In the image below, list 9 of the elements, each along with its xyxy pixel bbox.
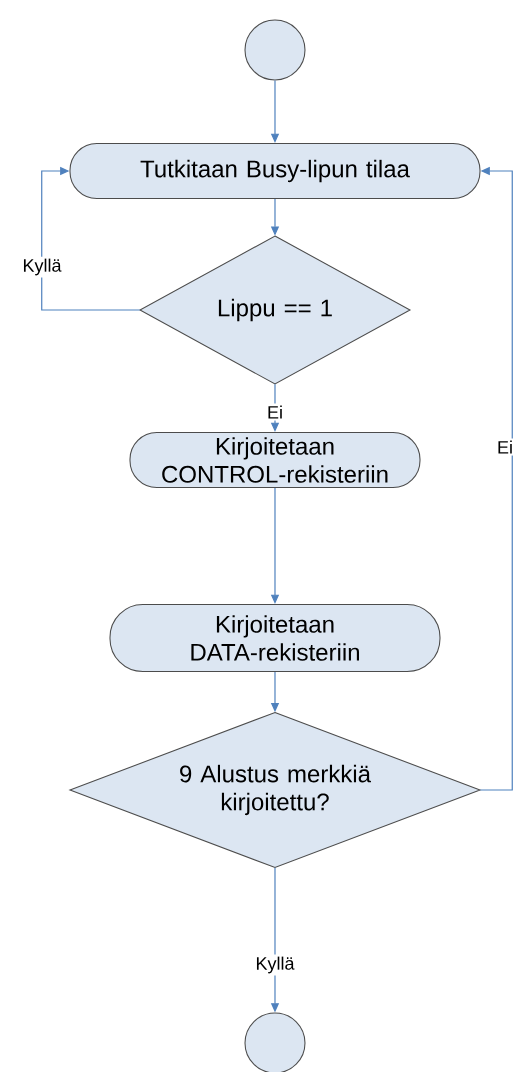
- arrow: [41, 166, 141, 311]
- edge-label: Ei: [495, 438, 515, 456]
- edge-label: Kyllä: [253, 954, 297, 976]
- edge-label: Kyllä: [20, 256, 64, 278]
- process-box: Kirjoitetaan DATA-rekisteriin: [109, 603, 441, 673]
- process-box: Kirjoitetaan CONTROL-rekisteriin: [129, 431, 421, 489]
- edge-label: Ei: [265, 403, 285, 421]
- start-end-circle: [244, 19, 306, 81]
- process-box: Tutkitaan Busy-lipun tilaa: [69, 143, 481, 200]
